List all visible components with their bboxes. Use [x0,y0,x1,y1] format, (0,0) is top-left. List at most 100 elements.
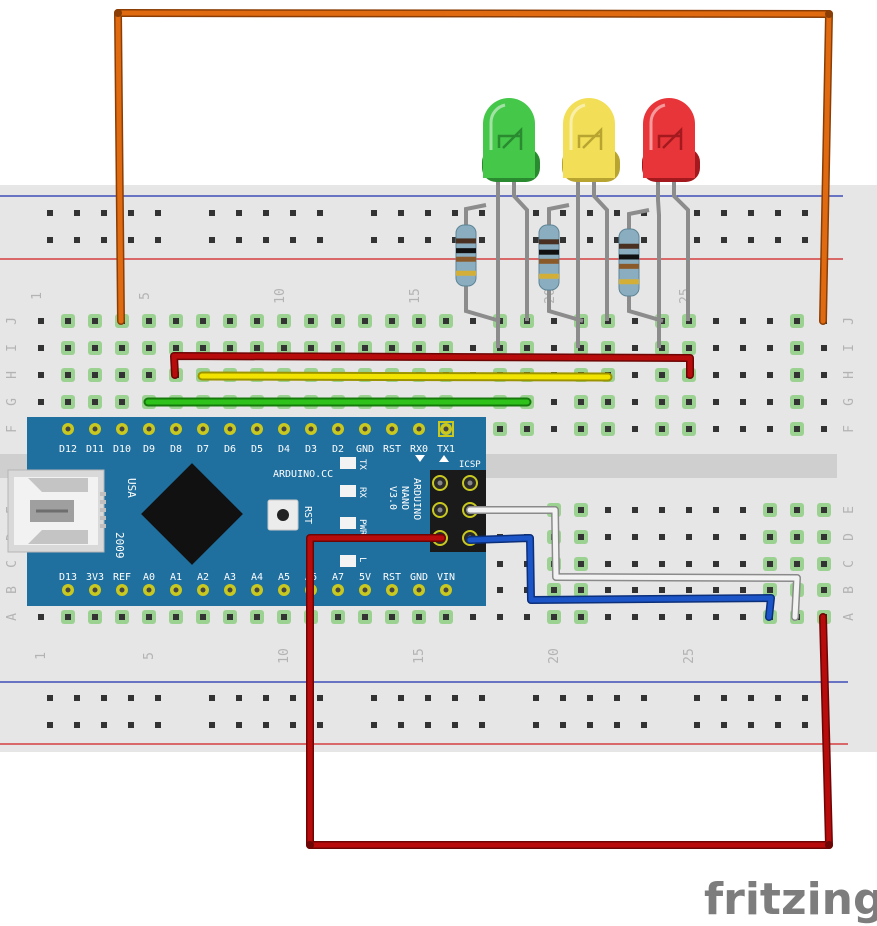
breadboard-hole[interactable] [632,399,638,405]
breadboard-hole[interactable] [38,614,44,620]
rail-hole[interactable] [263,237,269,243]
breadboard-hole[interactable] [92,372,98,378]
breadboard-hole[interactable] [551,426,557,432]
breadboard-hole[interactable] [821,345,827,351]
breadboard-hole[interactable] [173,614,179,620]
rail-hole[interactable] [694,695,700,701]
breadboard-hole[interactable] [389,345,395,351]
breadboard-hole[interactable] [821,587,827,593]
led-body[interactable] [563,98,615,178]
breadboard-hole[interactable] [416,614,422,620]
rail-hole[interactable] [748,695,754,701]
breadboard-hole[interactable] [740,318,746,324]
rail-hole[interactable] [479,210,485,216]
breadboard-hole[interactable] [578,534,584,540]
rail-hole[interactable] [694,210,700,216]
rail-hole[interactable] [155,695,161,701]
breadboard-hole[interactable] [713,587,719,593]
rail-hole[interactable] [398,237,404,243]
breadboard-hole[interactable] [227,614,233,620]
breadboard-hole[interactable] [578,345,584,351]
breadboard-hole[interactable] [767,318,773,324]
breadboard-hole[interactable] [632,507,638,513]
rail-hole[interactable] [533,695,539,701]
breadboard-hole[interactable] [146,345,152,351]
breadboard-hole[interactable] [767,507,773,513]
breadboard-hole[interactable] [713,399,719,405]
breadboard-hole[interactable] [416,345,422,351]
breadboard-hole[interactable] [443,345,449,351]
rail-hole[interactable] [802,722,808,728]
breadboard-hole[interactable] [632,372,638,378]
breadboard-hole[interactable] [578,426,584,432]
rail-hole[interactable] [236,695,242,701]
breadboard-hole[interactable] [713,561,719,567]
breadboard-hole[interactable] [632,345,638,351]
breadboard-hole[interactable] [38,399,44,405]
breadboard-hole[interactable] [497,426,503,432]
breadboard-hole[interactable] [470,318,476,324]
breadboard-hole[interactable] [551,614,557,620]
rail-hole[interactable] [209,695,215,701]
breadboard-hole[interactable] [227,345,233,351]
breadboard-hole[interactable] [92,399,98,405]
rail-hole[interactable] [425,695,431,701]
rail-hole[interactable] [263,722,269,728]
rail-hole[interactable] [802,210,808,216]
rail-hole[interactable] [290,237,296,243]
rail-hole[interactable] [74,722,80,728]
breadboard-hole[interactable] [821,426,827,432]
breadboard-hole[interactable] [227,318,233,324]
rail-hole[interactable] [560,210,566,216]
breadboard-hole[interactable] [659,587,665,593]
rail-hole[interactable] [587,722,593,728]
breadboard-hole[interactable] [767,587,773,593]
breadboard-hole[interactable] [686,507,692,513]
breadboard-hole[interactable] [713,507,719,513]
breadboard-hole[interactable] [416,318,422,324]
reset-button-cap[interactable] [277,509,289,521]
breadboard-hole[interactable] [92,614,98,620]
breadboard-hole[interactable] [767,399,773,405]
breadboard-hole[interactable] [767,426,773,432]
breadboard-hole[interactable] [578,561,584,567]
rail-hole[interactable] [47,722,53,728]
rail-hole[interactable] [479,237,485,243]
breadboard-hole[interactable] [740,372,746,378]
orange-wire-core[interactable] [115,10,832,324]
breadboard-hole[interactable] [821,507,827,513]
white-wire-core[interactable] [467,507,800,620]
rail-hole[interactable] [47,695,53,701]
rail-hole[interactable] [560,722,566,728]
breadboard-hole[interactable] [254,345,260,351]
rail-hole[interactable] [748,237,754,243]
breadboard-hole[interactable] [605,507,611,513]
breadboard-hole[interactable] [686,614,692,620]
rail-hole[interactable] [775,695,781,701]
rail-hole[interactable] [317,695,323,701]
breadboard-hole[interactable] [794,318,800,324]
rail-hole[interactable] [317,722,323,728]
breadboard-hole[interactable] [794,534,800,540]
breadboard-hole[interactable] [281,318,287,324]
breadboard-hole[interactable] [551,587,557,593]
breadboard-hole[interactable] [659,614,665,620]
breadboard-hole[interactable] [308,318,314,324]
breadboard-hole[interactable] [605,534,611,540]
breadboard-hole[interactable] [632,534,638,540]
breadboard-hole[interactable] [686,561,692,567]
breadboard-hole[interactable] [470,345,476,351]
rail-hole[interactable] [721,722,727,728]
breadboard-hole[interactable] [389,614,395,620]
rail-hole[interactable] [47,237,53,243]
rail-hole[interactable] [425,237,431,243]
rail-hole[interactable] [317,237,323,243]
rail-hole[interactable] [101,722,107,728]
rail-hole[interactable] [721,210,727,216]
breadboard-hole[interactable] [254,318,260,324]
breadboard-hole[interactable] [659,426,665,432]
breadboard-hole[interactable] [443,614,449,620]
breadboard-hole[interactable] [686,345,692,351]
rail-hole[interactable] [748,722,754,728]
breadboard-hole[interactable] [524,426,530,432]
